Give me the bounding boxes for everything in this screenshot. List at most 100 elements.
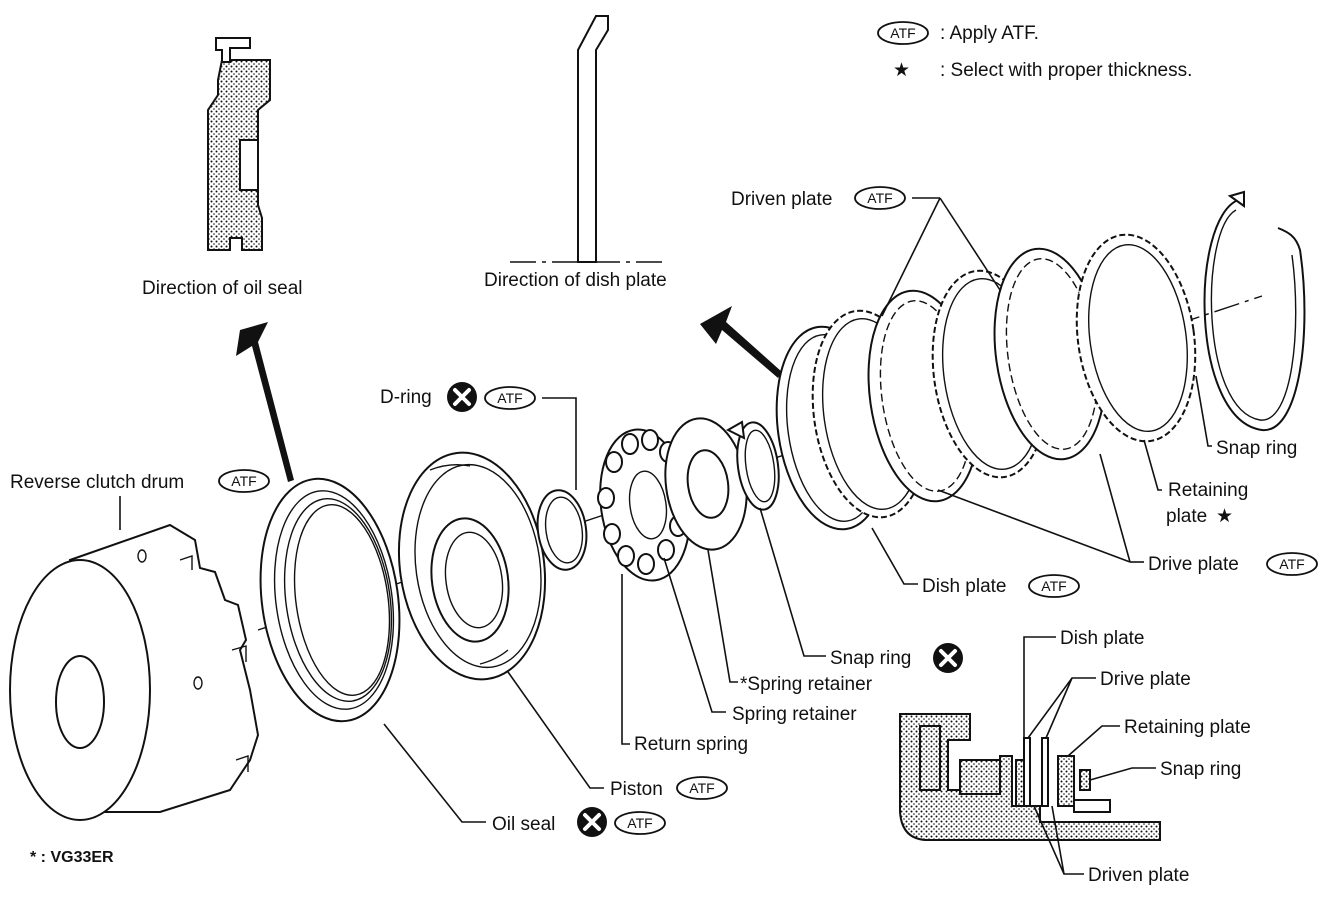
- drum-hole-2: [193, 676, 203, 690]
- dish-plate-atf-badge: ATF: [1028, 574, 1080, 598]
- drum-hole-1: [137, 549, 147, 563]
- d-ring-x-badge: [445, 380, 479, 414]
- spring-retainer-leader: [663, 557, 726, 713]
- oil-seal-cross-section: [207, 37, 271, 251]
- oil-seal-inner-1: [273, 490, 395, 710]
- drum-notch-3: [235, 755, 249, 772]
- driven-plate-leader-2: [939, 197, 1001, 291]
- detail-spring-shape: [959, 759, 1001, 795]
- retaining-plate-label-line2: plate: [1166, 506, 1207, 527]
- legend-star-symbol: ★: [893, 60, 910, 81]
- d-ring-outer: [536, 489, 588, 571]
- svg-text:ATF: ATF: [1041, 578, 1066, 594]
- svg-text:ATF: ATF: [689, 780, 714, 796]
- oil-seal-lip-shape: [215, 37, 251, 63]
- legend-atf-text: : Apply ATF.: [940, 23, 1039, 44]
- legend: ATF : Apply ATF. ★ : Select with proper …: [877, 21, 1192, 81]
- reverse-clutch-drum: [9, 523, 260, 821]
- snap-ring-small-inner: [744, 429, 776, 503]
- oil-seal-leader: [383, 723, 486, 823]
- detail-retaining-plate-leader: [1067, 725, 1120, 757]
- piston-hub-inner: [444, 531, 504, 629]
- svg-text:ATF: ATF: [1279, 556, 1304, 572]
- detail-snap-ring-leader: [1089, 767, 1156, 781]
- drum-center-hole: [55, 655, 105, 749]
- oil-seal-label: Oil seal: [492, 814, 555, 835]
- oil-seal-outer: [259, 477, 401, 723]
- detail-drive-plate-1: [1023, 737, 1031, 807]
- svg-text:ATF: ATF: [627, 815, 652, 831]
- dish-plate-cross-section: [510, 15, 662, 263]
- spring-retainer-label: Spring retainer: [732, 704, 857, 725]
- svg-text:ATF: ATF: [497, 390, 522, 406]
- detail-snap-ring-label: Snap ring: [1160, 759, 1241, 780]
- piston-slot-top: [429, 463, 471, 471]
- dish-plate-profile-shape: [577, 15, 609, 263]
- detail-driven-plate-label: Driven plate: [1088, 865, 1189, 886]
- spring-retainer-star-leader: [707, 549, 738, 683]
- dish-plate-direction-arrow: [700, 306, 782, 378]
- snap-ring-small-leader: [759, 507, 826, 657]
- snap-ring-large-tab: [1227, 190, 1245, 208]
- detail-cross-section: [899, 713, 1161, 841]
- d-ring-atf-badge: ATF: [484, 386, 536, 410]
- detail-retaining-plate-shape: [1057, 755, 1075, 807]
- oil-seal-direction-caption: Direction of oil seal: [142, 278, 303, 299]
- legend-star-text: : Select with proper thickness.: [940, 60, 1192, 81]
- drive-plate-atf-badge: ATF: [1266, 552, 1318, 576]
- detail-snap-ring-shape: [1079, 769, 1091, 791]
- snap-ring-large: [1203, 190, 1306, 432]
- snap-ring-large-label: Snap ring: [1216, 438, 1297, 459]
- reverse-clutch-drum-label: Reverse clutch drum: [10, 472, 184, 493]
- d-ring: [536, 489, 588, 571]
- atf-symbol-text: ATF: [890, 25, 915, 41]
- piston-atf-badge: ATF: [676, 776, 728, 800]
- drive-plate-leader-1: [937, 489, 1131, 563]
- oil-seal-inner-3: [293, 504, 391, 696]
- oil-seal-direction-arrow: [236, 322, 294, 482]
- d-ring-leader: [542, 397, 577, 490]
- piston: [397, 451, 547, 681]
- detail-dish-plate-leader: [1023, 636, 1056, 760]
- retaining-plate-leader: [1143, 439, 1162, 491]
- spring-retainer: [664, 417, 748, 551]
- snap-ring-large-leader: [1195, 375, 1212, 447]
- retaining-plate-inner: [1087, 243, 1189, 433]
- d-ring-inner: [544, 496, 584, 564]
- piston-label: Piston: [610, 779, 663, 800]
- retaining-plate-star: ★: [1216, 506, 1233, 527]
- reverse-clutch-drum-atf-badge: ATF: [218, 469, 270, 493]
- snap-ring-small-tab: [725, 420, 746, 440]
- snap-ring-large-inner: [1210, 209, 1297, 421]
- return-spring-leader: [621, 574, 630, 745]
- detail-drive-plate-2: [1041, 737, 1049, 807]
- dish-plate-leader: [871, 527, 918, 585]
- driven-plate-label: Driven plate: [731, 189, 832, 210]
- detail-dish-plate-label: Dish plate: [1060, 628, 1145, 649]
- detail-drive-plate-leader: [1027, 677, 1096, 739]
- d-ring-label: D-ring: [380, 387, 432, 408]
- snap-ring-small-x-badge: [931, 641, 965, 675]
- retaining-plate-ring: [1075, 233, 1197, 443]
- drive-plate-label: Drive plate: [1148, 554, 1239, 575]
- spring-retainer-star-label: *Spring retainer: [740, 674, 873, 695]
- snap-ring-small: [725, 420, 780, 511]
- snap-ring-large-outer: [1203, 199, 1306, 432]
- detail-retaining-plate-label: Retaining plate: [1124, 717, 1251, 738]
- detail-piston-shape: [919, 725, 941, 791]
- dish-plate-direction-caption: Direction of dish plate: [484, 270, 667, 291]
- driven-plate-leader-1: [881, 197, 941, 317]
- drum-notch-2: [231, 645, 247, 662]
- snap-ring-small-label: Snap ring: [830, 648, 911, 669]
- detail-drive-plate-label: Drive plate: [1100, 669, 1191, 690]
- detail-driven-plate-leader: [1033, 805, 1084, 875]
- detail-drum-shape: [899, 713, 1161, 841]
- retaining-plate-label-line1: Retaining: [1168, 480, 1248, 501]
- svg-text:ATF: ATF: [231, 473, 256, 489]
- detail-inner-hub: [1073, 799, 1111, 813]
- oil-seal-groove-shape: [239, 139, 259, 191]
- atf-symbol: ATF: [877, 21, 929, 45]
- piston-leader: [507, 671, 604, 789]
- clutch-pack: [811, 233, 1197, 519]
